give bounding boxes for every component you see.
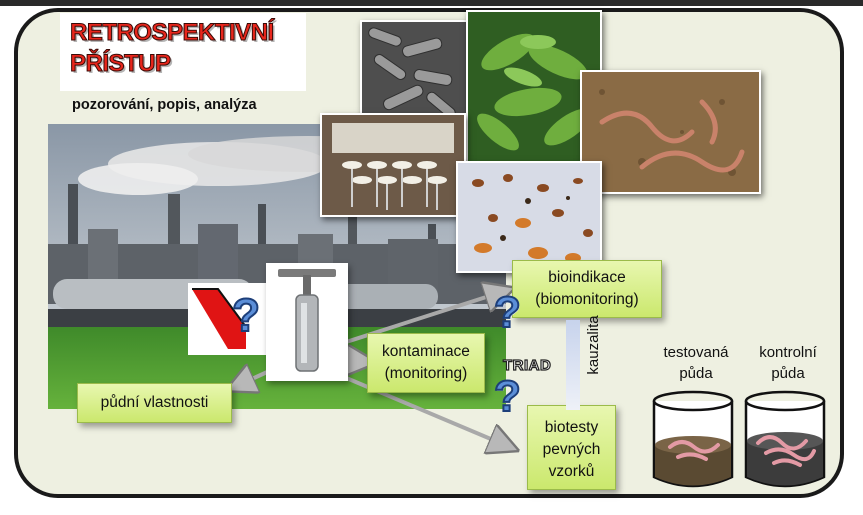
biotesty-line-1: biotesty bbox=[544, 419, 599, 436]
earthworm-photo bbox=[580, 70, 761, 194]
biotesty-box: biotesty pevných vzorků bbox=[527, 405, 616, 490]
bacteria-photo bbox=[360, 20, 468, 124]
bioindikace-line-1: bioindikace bbox=[548, 269, 626, 286]
question-mark-3: ? bbox=[493, 371, 522, 422]
biotesty-line-3: vzorků bbox=[548, 463, 595, 480]
bioindikace-box: bioindikace (biomonitoring) bbox=[512, 260, 662, 318]
pudni-vlastnosti-box: půdní vlastnosti bbox=[77, 383, 232, 423]
kontaminace-line-2: (monitoring) bbox=[384, 365, 468, 382]
tested-soil-label: testovaná půda bbox=[648, 342, 744, 384]
tested-soil-line-2: půda bbox=[679, 365, 713, 382]
question-mark-2: ? bbox=[493, 287, 522, 338]
biotesty-line-2: pevných bbox=[542, 441, 601, 458]
triad-label: TRIAD bbox=[502, 356, 552, 374]
title-box bbox=[60, 13, 306, 91]
arrow-to-biotesty bbox=[317, 364, 512, 448]
kontaminace-box: kontaminace (monitoring) bbox=[367, 333, 485, 393]
title-line-2: PŘÍSTUP bbox=[70, 50, 172, 78]
tested-soil-jar-icon bbox=[652, 390, 734, 488]
control-soil-line-2: půda bbox=[771, 365, 805, 382]
control-soil-label: kontrolní půda bbox=[740, 342, 836, 384]
control-soil-jar-icon bbox=[744, 390, 826, 488]
triad-bar bbox=[566, 320, 580, 410]
bioindikace-line-2: (biomonitoring) bbox=[535, 291, 639, 308]
sampler-panel-back bbox=[188, 283, 266, 355]
title-line-1: RETROSPEKTIVNÍ bbox=[70, 19, 275, 47]
kauzalita-label: kauzalita bbox=[585, 315, 602, 375]
kontaminace-line-1: kontaminace bbox=[382, 343, 470, 360]
soil-sampler-icon bbox=[266, 263, 348, 381]
top-bar bbox=[0, 0, 863, 6]
question-mark-1: ? bbox=[231, 288, 261, 342]
subtitle: pozorování, popis, analýza bbox=[72, 97, 257, 113]
control-soil-line-1: kontrolní bbox=[759, 344, 817, 361]
lab-apparatus-photo bbox=[320, 113, 466, 217]
tested-soil-line-1: testovaná bbox=[663, 344, 729, 361]
